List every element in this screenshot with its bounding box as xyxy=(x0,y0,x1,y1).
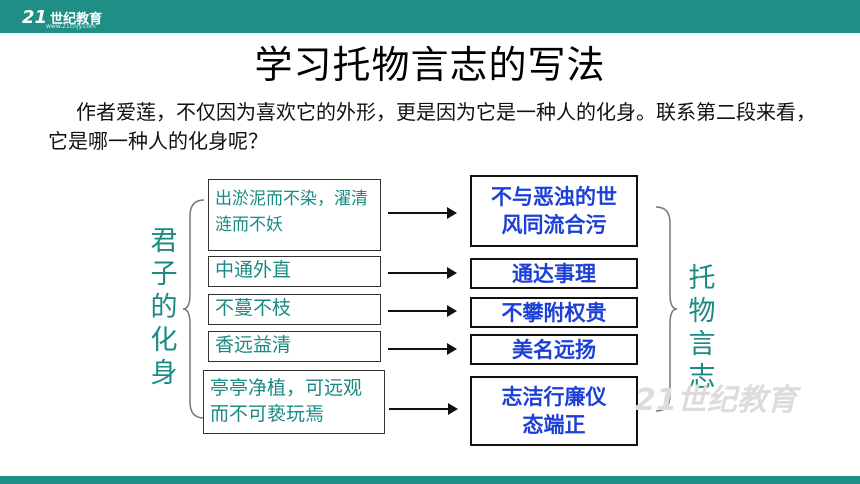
top-bar xyxy=(0,0,860,33)
intro-paragraph: 作者爱莲，不仅因为喜欢它的外形，更是因为它是一种人的化身。联系第二段来看，它是哪… xyxy=(48,100,816,153)
meaning-box-2: 通达事理 xyxy=(470,258,638,289)
left-vertical-label: 君子的化身 xyxy=(150,226,178,389)
meaning-box-4: 美名远扬 xyxy=(470,334,638,365)
arrow-2 xyxy=(388,267,457,279)
left-brace xyxy=(182,199,205,419)
bottom-bar xyxy=(0,476,860,484)
brand-name: 世纪教育 xyxy=(50,11,103,27)
meaning-box-3: 不攀附权贵 xyxy=(470,297,638,328)
meaning-box-1: 不与恶浊的世风同流合污 xyxy=(470,175,638,247)
trait-box-2: 中通外直 xyxy=(208,256,381,287)
brand-url: www.21cnjy.com xyxy=(46,23,96,30)
trait-box-1: 出淤泥而不染，濯清涟而不妖 xyxy=(208,179,381,251)
trait-box-3: 不蔓不枝 xyxy=(208,294,381,325)
watermark-text: 21世纪教育 xyxy=(635,383,797,418)
right-vertical-label: 托物言志 xyxy=(688,263,716,393)
arrow-5 xyxy=(389,403,458,415)
brand-logo: 21 世纪教育 www.21cnjy.com xyxy=(22,6,103,31)
trait-box-5: 亭亭净植，可远观而不可亵玩焉 xyxy=(203,370,385,434)
arrow-4 xyxy=(388,343,457,355)
trait-box-4: 香远益清 xyxy=(208,331,381,362)
watermark-logo: 21世纪教育 xyxy=(635,375,797,419)
arrow-3 xyxy=(388,305,457,317)
arrow-1 xyxy=(388,207,457,219)
right-brace xyxy=(655,206,678,412)
meaning-box-5: 志洁行廉仪态端正 xyxy=(470,376,638,446)
page-title: 学习托物言志的写法 xyxy=(254,43,606,87)
brand-mark: 21 xyxy=(22,6,48,28)
